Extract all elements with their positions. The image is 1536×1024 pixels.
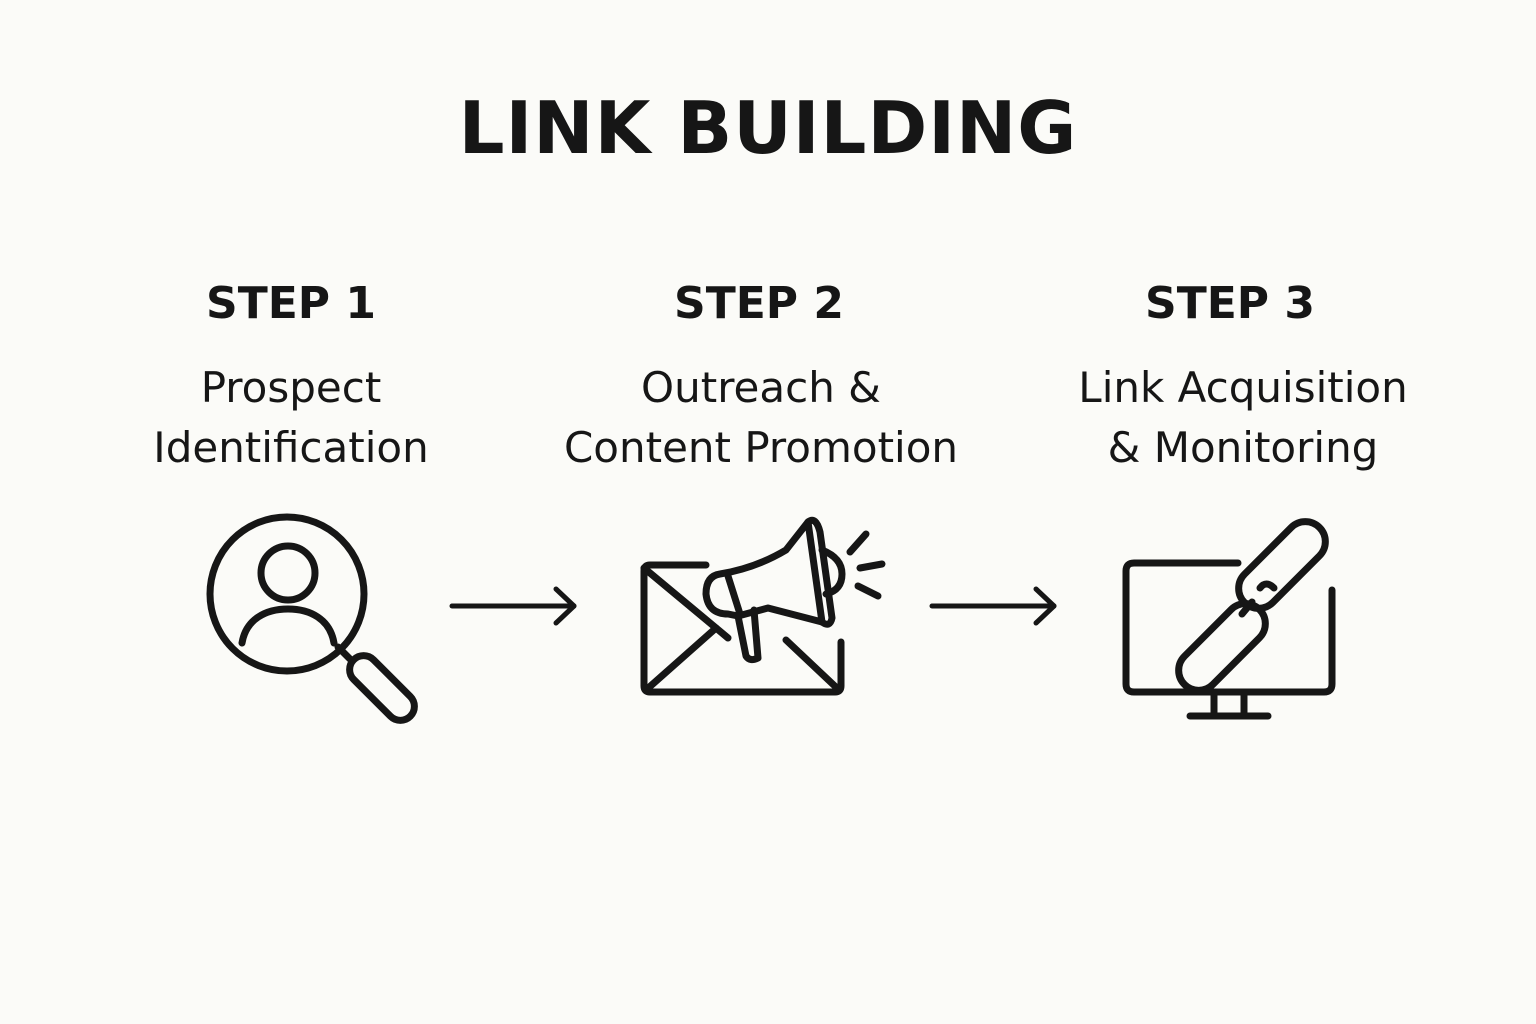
step-2-description-line-1: Outreach & [641, 363, 881, 412]
step-3-label: STEP 3 [1145, 278, 1315, 329]
step-3-description-line-1: Link Acquisition [1078, 363, 1408, 412]
step-1-description: Prospect Identification [153, 358, 428, 478]
person-search-icon [200, 505, 420, 735]
step-1-description-line-1: Prospect [200, 363, 382, 412]
step-3-description: Link Acquisition & Monitoring [1078, 358, 1407, 478]
arrow-right-icon-2 [926, 586, 1062, 630]
step-2-label: STEP 2 [674, 278, 844, 329]
email-megaphone-icon [636, 510, 891, 700]
step-1-description-line-2: Identification [153, 423, 429, 472]
step-1-label: STEP 1 [206, 278, 376, 329]
diagram-title: LINK BUILDING [458, 86, 1078, 170]
monitor-link-icon [1118, 510, 1343, 725]
arrow-right-icon-1 [446, 586, 582, 630]
step-2-description: Outreach & Content Promotion [564, 358, 958, 478]
step-3-description-line-2: & Monitoring [1107, 423, 1379, 472]
step-2-description-line-2: Content Promotion [563, 423, 959, 472]
